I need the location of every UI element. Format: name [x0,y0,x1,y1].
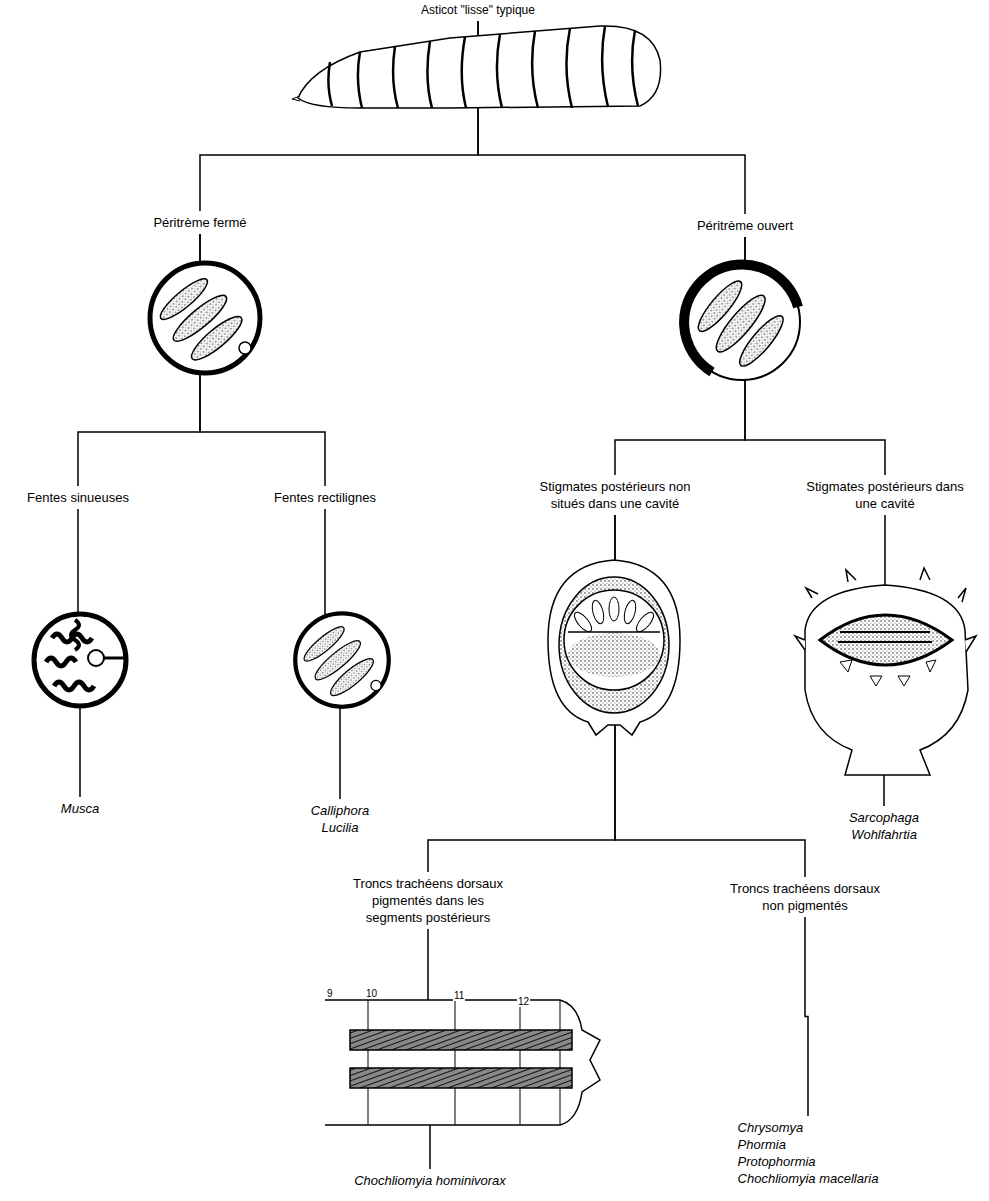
key-label: CalliphoraLucilia [311,802,370,836]
key-label: Troncs trachéens dorsaux non pigmentés [729,880,881,914]
key-label: Péritrème fermé [153,214,246,231]
spiracle-musca [34,614,126,706]
posterior-segments-drawing [325,1000,600,1125]
genus-name: Chochliomyia hominivorax [354,1172,506,1189]
key-label: Stigmates postérieurs dans une cavité [799,478,971,512]
key-label: Fentes rectilignes [274,489,376,506]
genus-name: Phormia [738,1136,879,1153]
genus-name: Wohlfahrtia [849,826,919,843]
key-text: Stigmates postérieurs dans une cavité [799,478,971,512]
key-root-label: Asticot "lisse" typique [421,3,535,18]
key-label: Troncs trachéens dorsaux pigmentés dans … [344,875,512,926]
key-label: Péritrème ouvert [697,217,793,234]
maggot-drawing [292,26,661,108]
key-text: Stigmates postérieurs non situés dans un… [529,478,701,512]
key-label: ChrysomyaPhormiaProtophormiaChochliomyia… [738,1119,879,1187]
segment-number: 9 [326,988,334,999]
genus-name: Calliphora [311,802,370,819]
key-text: Asticot "lisse" typique [421,3,535,18]
genus-name: Lucilia [311,819,370,836]
genus-name: Protophormia [738,1153,879,1170]
key-connector [805,917,808,1116]
genus-name: Musca [61,800,99,817]
spiracle-open [684,264,800,380]
key-text: Fentes rectilignes [274,489,376,506]
key-label: Musca [61,800,99,817]
key-text: Fentes sinueuses [27,489,129,506]
spiracle-closed [150,263,260,373]
spiracle-not-in-cavity [548,560,680,735]
segment-number: 10 [365,988,378,999]
key-label: SarcophagaWohlfahrtia [849,809,919,843]
genus-name: Chochliomyia macellaria [738,1170,879,1187]
key-label: Chochliomyia hominivorax [354,1172,506,1189]
key-text: Péritrème fermé [153,214,246,231]
genus-name: Chrysomya [738,1119,879,1136]
genus-name: Sarcophaga [849,809,919,826]
key-label: Fentes sinueuses [27,489,129,506]
key-label: Stigmates postérieurs non situés dans un… [529,478,701,512]
spiracle-calliphora [295,613,389,707]
segment-number: 12 [517,996,530,1007]
segment-number: 11 [453,990,465,1001]
key-text: Troncs trachéens dorsaux non pigmentés [729,880,881,914]
key-text: Péritrème ouvert [697,217,793,234]
spiracle-in-cavity [795,568,976,775]
key-text: Troncs trachéens dorsaux pigmentés dans … [344,875,512,926]
